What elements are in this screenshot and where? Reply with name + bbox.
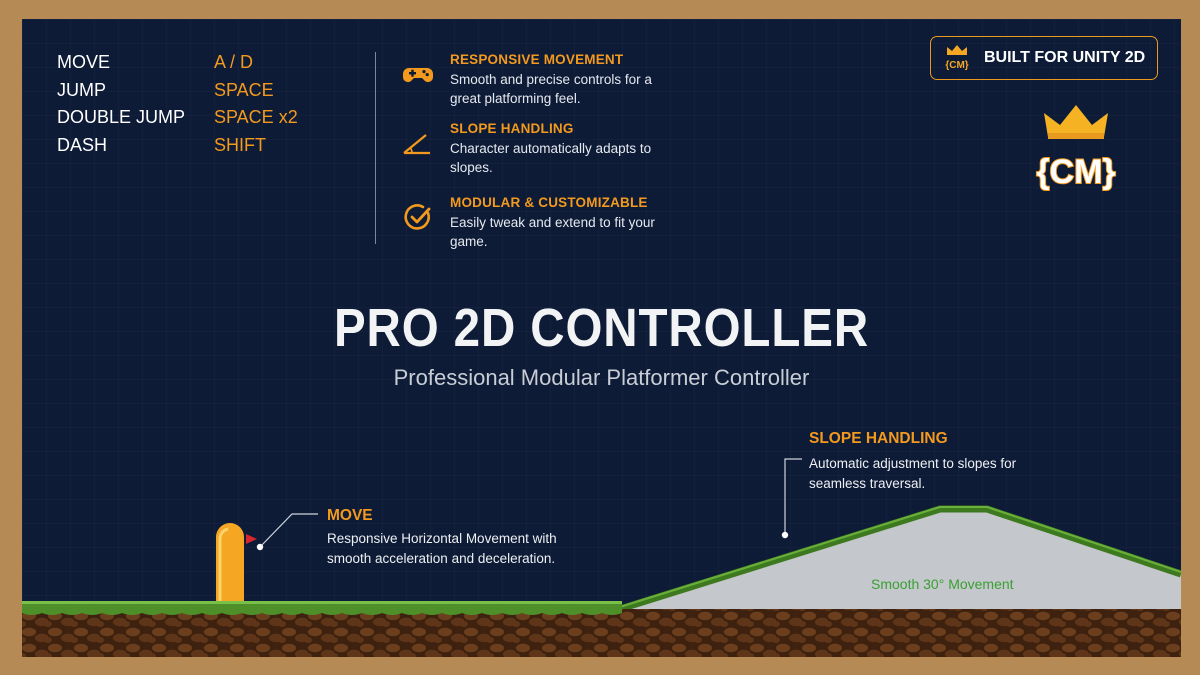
slope-angle-label: Smooth 30° Movement xyxy=(871,576,1014,592)
badge-logo-text: {CM} xyxy=(945,60,968,71)
ground-dirt xyxy=(22,609,1181,657)
slope-callout-title: SLOPE HANDLING xyxy=(809,430,948,447)
control-action: JUMP xyxy=(57,79,106,100)
feature-description: Smooth and precise controls for a great … xyxy=(450,72,652,106)
control-key: SHIFT xyxy=(214,134,266,155)
move-callout-description: Responsive Horizontal Movement with smoo… xyxy=(327,531,557,566)
slope-callout-description: Automatic adjustment to slopes for seaml… xyxy=(809,456,1017,491)
feature-description: Easily tweak and extend to fit your game… xyxy=(450,215,655,249)
slope-grass xyxy=(618,505,1181,613)
control-action: DOUBLE JUMP xyxy=(57,107,186,127)
move-callout-line xyxy=(259,513,318,548)
feature-description: Character automatically adapts to slopes… xyxy=(450,141,652,175)
unity-badge: {CM} BUILT FOR UNITY 2D xyxy=(930,36,1158,80)
logo-text: {CM} xyxy=(1036,153,1115,191)
feature-title: MODULAR & CUSTOMIZABLE xyxy=(450,195,648,210)
platform-scene xyxy=(22,458,1181,657)
slope-angle-icon xyxy=(403,134,430,155)
player-character xyxy=(216,523,257,601)
move-callout-title: MOVE xyxy=(327,507,373,524)
slope-grass-highlight xyxy=(619,506,1181,608)
gamepad-icon xyxy=(403,68,433,82)
page-subtitle: Professional Modular Platformer Controll… xyxy=(393,365,810,390)
control-key: A / D xyxy=(214,52,254,72)
cm-logo-small-icon: {CM} xyxy=(945,45,969,71)
control-key: SPACE x2 xyxy=(214,107,298,127)
feature-title: SLOPE HANDLING xyxy=(450,121,574,136)
slope-callout-line xyxy=(784,458,802,535)
page-title: PRO 2D CONTROLLER xyxy=(333,298,870,358)
control-action: MOVE xyxy=(57,52,111,72)
game-banner: MOVE A / D JUMP SPACE DOUBLE JUMP SPACE … xyxy=(22,19,1181,657)
cm-crown-logo: {CM} xyxy=(1035,105,1117,192)
control-key: SPACE xyxy=(214,79,274,100)
control-action: DASH xyxy=(57,134,108,155)
direction-arrow-icon xyxy=(246,534,257,544)
check-circle-icon xyxy=(404,204,431,230)
divider xyxy=(375,52,376,244)
crown-icon xyxy=(1044,105,1108,137)
badge-text: BUILT FOR UNITY 2D xyxy=(984,49,1146,66)
feature-title: RESPONSIVE MOVEMENT xyxy=(450,52,624,67)
